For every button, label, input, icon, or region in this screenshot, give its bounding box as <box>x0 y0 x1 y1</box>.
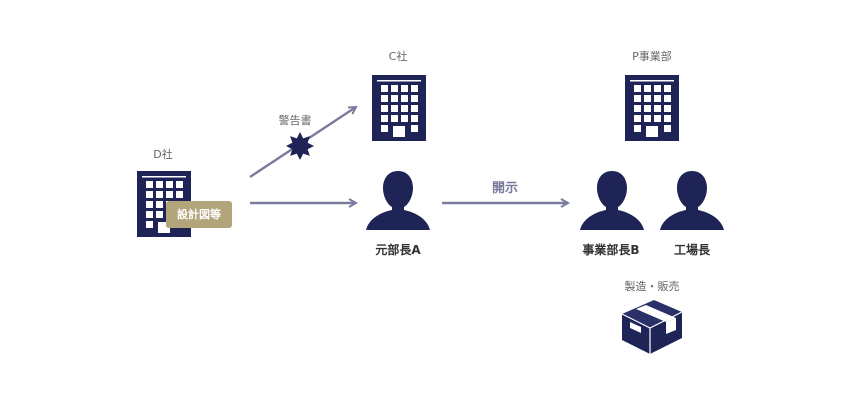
manufacture-sales-label: 製造・販売 <box>624 280 680 293</box>
c-company-label: C社 <box>388 50 408 63</box>
manager-b-person-icon <box>580 171 644 230</box>
former-manager-a-person-icon <box>366 171 430 230</box>
p-division-label: P事業部 <box>632 50 672 63</box>
p-division-building-icon <box>625 75 679 141</box>
factory-manager-label: 工場長 <box>673 243 710 257</box>
warning-burst-icon <box>286 132 314 160</box>
warning-letter-label: 警告書 <box>278 114 312 127</box>
design-documents-badge: 設計図等 <box>166 201 232 228</box>
c-company-building-icon <box>372 75 426 141</box>
former-manager-a-label: 元部長A <box>375 243 421 257</box>
factory-manager-person-icon <box>660 171 724 230</box>
disclosure-label: 開示 <box>491 181 518 196</box>
manager-b-label: 事業部長B <box>582 243 640 257</box>
product-box-icon <box>621 300 683 354</box>
d-company-label: D社 <box>153 148 173 161</box>
